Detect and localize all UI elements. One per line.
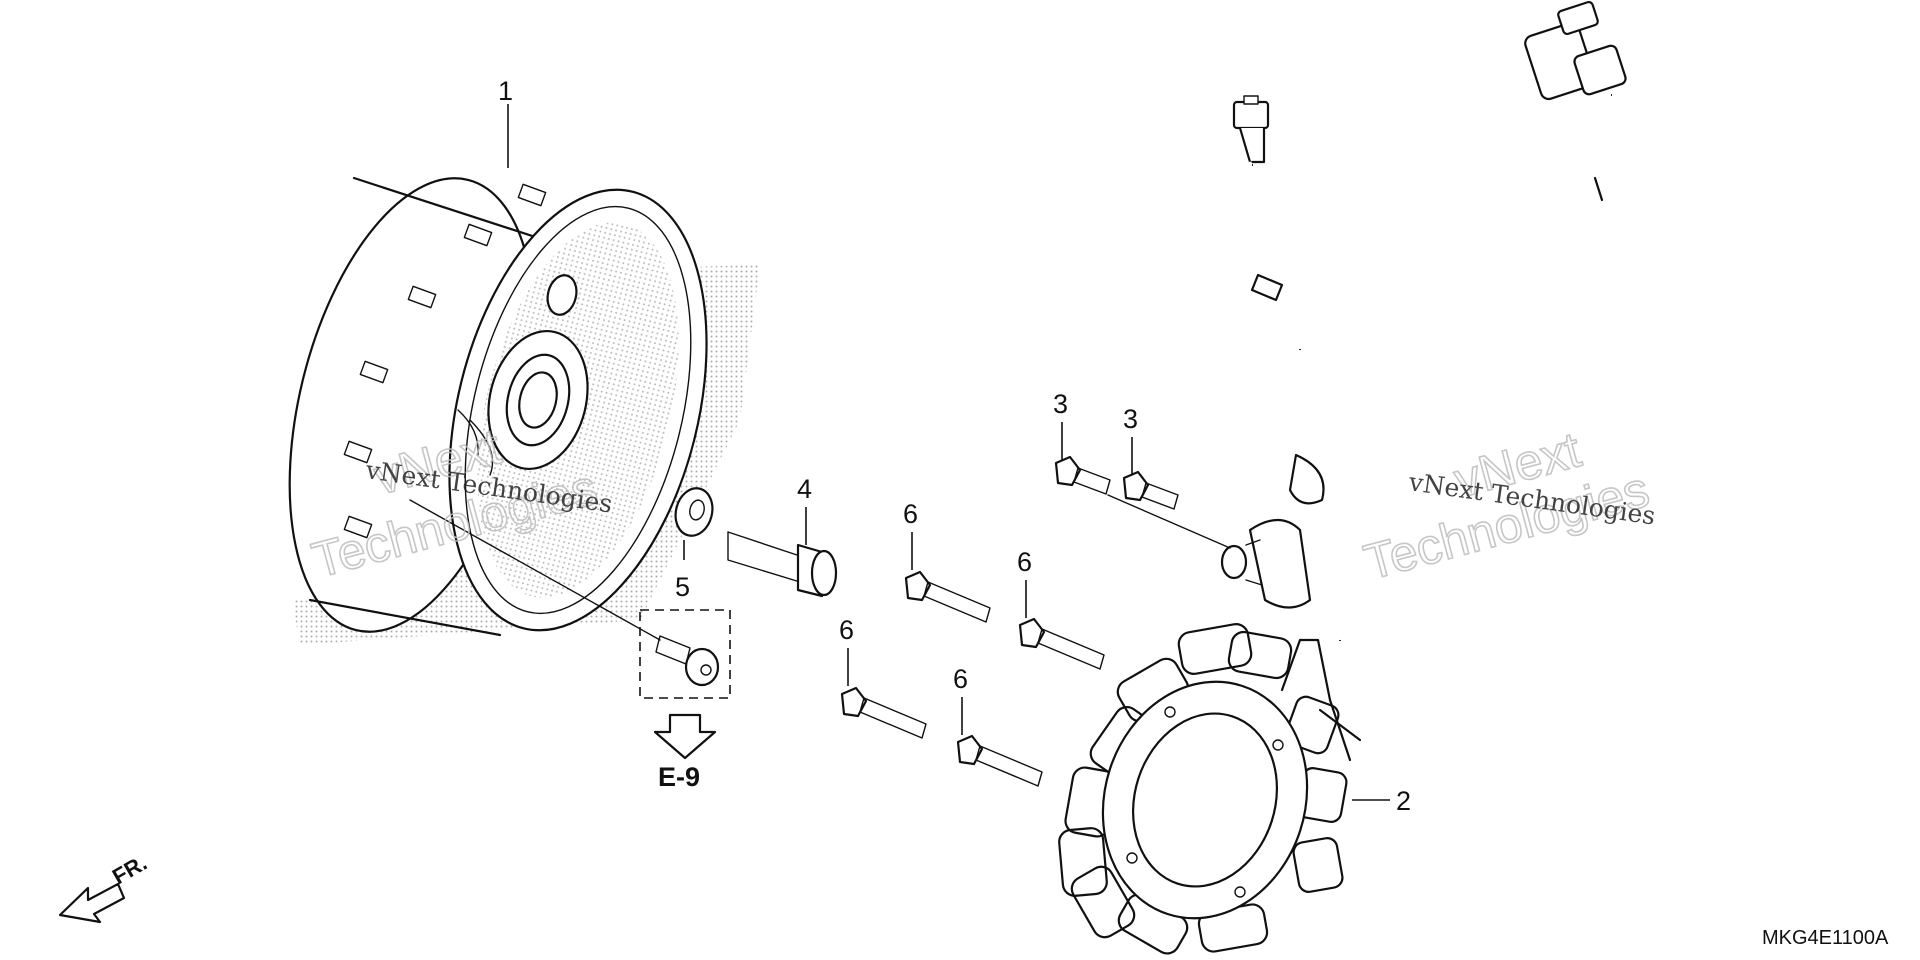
stator-bolt-1-part[interactable] xyxy=(904,570,991,623)
front-direction-label: FR. xyxy=(108,850,151,889)
callout-3b[interactable]: 3 xyxy=(1123,404,1138,434)
front-direction-arrow xyxy=(58,882,126,924)
reference-arrow[interactable] xyxy=(653,713,717,760)
wire-harness-part[interactable] xyxy=(1182,0,1675,642)
stator-bolt-2-part[interactable] xyxy=(1018,617,1105,670)
callout-1[interactable]: 1 xyxy=(498,76,513,106)
washer-part[interactable] xyxy=(671,484,718,539)
callout-4[interactable]: 4 xyxy=(797,474,812,504)
stator-bolt-3-part[interactable] xyxy=(840,686,927,739)
bolt-3b-part[interactable] xyxy=(1122,470,1179,510)
callout-5[interactable]: 5 xyxy=(675,572,690,602)
callout-leaders xyxy=(409,104,1390,801)
stator-bolt-4-part[interactable] xyxy=(956,734,1043,787)
callout-6d[interactable]: 6 xyxy=(953,664,968,694)
reference-label[interactable]: E-9 xyxy=(658,762,700,792)
callout-6b[interactable]: 6 xyxy=(1017,547,1032,577)
reference-box xyxy=(639,609,731,699)
harness-connector-small[interactable] xyxy=(1232,95,1270,164)
diagram-code: MKG4E1100A xyxy=(1762,927,1889,949)
stator-part[interactable] xyxy=(1058,622,1362,958)
callout-6c[interactable]: 6 xyxy=(839,615,854,645)
harness-connector-main[interactable] xyxy=(1523,0,1627,101)
bolt-3a-part[interactable] xyxy=(1054,455,1111,495)
socket-bolt-part[interactable] xyxy=(639,609,731,699)
center-bolt-part[interactable] xyxy=(727,531,838,598)
reluctor-slots xyxy=(343,183,547,539)
callout-6a[interactable]: 6 xyxy=(903,499,918,529)
callout-2[interactable]: 2 xyxy=(1396,786,1411,816)
flywheel-part[interactable] xyxy=(247,153,760,658)
watermark-right: vNext Technologies vNext Technologies xyxy=(1358,421,1658,592)
callout-3a[interactable]: 3 xyxy=(1053,389,1068,419)
